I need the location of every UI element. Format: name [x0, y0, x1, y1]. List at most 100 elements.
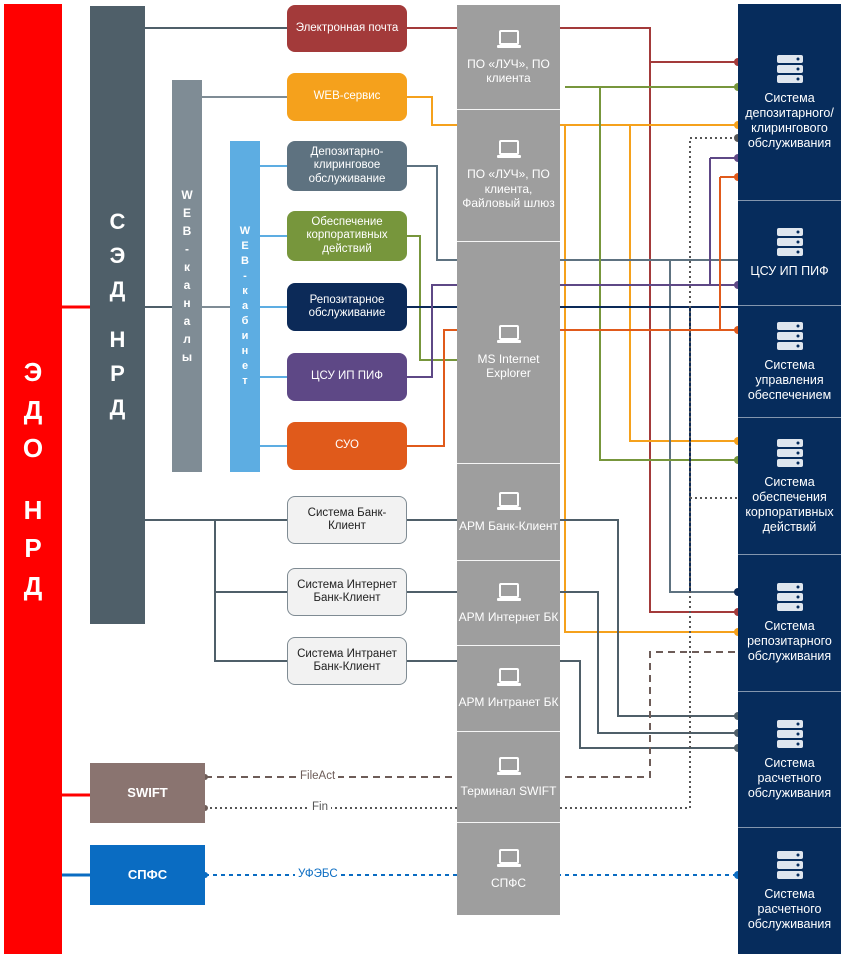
sed-letter: Р	[110, 361, 125, 386]
service-csu-ip-pif: ЦСУ ИП ПИФ	[287, 353, 407, 401]
system-label: Система депозитарного/ клирингового обсл…	[745, 91, 834, 150]
server-icon	[776, 850, 803, 879]
web-channels-letter: ы	[181, 350, 193, 364]
software-label: АРМ Банк-Клиент	[458, 518, 559, 533]
laptop-icon	[496, 324, 521, 343]
system-cell: ЦСУ ИП ПИФ	[738, 201, 841, 304]
web-cabinet-letter: е	[241, 360, 249, 372]
software-cell: ПО «ЛУЧ», ПО клиента, Файловый шлюз	[457, 110, 560, 240]
software-label: Терминал SWIFT	[460, 783, 557, 798]
web-channels-letter: н	[183, 296, 191, 310]
software-cell: СПФС	[457, 823, 560, 915]
system-label: Система расчетного обслуживания	[747, 756, 832, 800]
web-channels-letter: к	[183, 260, 190, 274]
server-icon	[776, 55, 803, 83]
web-channels-letter: W	[181, 188, 193, 202]
web-channels-letter: -	[185, 242, 189, 256]
web-cabinet-letter: E	[241, 240, 249, 252]
fin-label: Fin	[309, 800, 331, 814]
web-channels-letter: а	[183, 278, 191, 292]
web-channels-letter: а	[183, 314, 191, 328]
web-cabinet-letter: т	[242, 375, 248, 387]
service-suo: СУО	[287, 422, 407, 470]
system-label: Система расчетного обслуживания	[747, 886, 832, 931]
service-web: WEB-сервис	[287, 73, 407, 121]
software-cell: АРМ Интранет БК	[457, 646, 560, 731]
service-intranet-bank-client: Система Интранет Банк-Клиент	[287, 637, 407, 685]
system-label: ЦСУ ИП ПИФ	[750, 264, 829, 278]
system-cell: Система депозитарного/ клирингового обсл…	[738, 4, 841, 200]
server-icon	[776, 583, 803, 611]
service-corporate-actions: Обеспечение корпоративных действий	[287, 211, 407, 261]
edo-letter: Э	[23, 357, 43, 387]
web-cabinet-letter: и	[241, 330, 249, 342]
software-label: ПО «ЛУЧ», ПО клиента, Файловый шлюз	[462, 167, 555, 211]
web-cabinet-letter: б	[241, 315, 249, 327]
software-cell: АРМ Банк-Клиент	[457, 464, 560, 560]
sed-letter: Д	[109, 277, 126, 302]
edo-nrd-column: Э Д О Н Р Д	[4, 4, 62, 954]
laptop-icon	[496, 29, 521, 48]
software-label: АРМ Интернет БК	[458, 609, 559, 624]
system-label: Система управления обеспечением	[747, 357, 832, 402]
service-depo-clearing: Депозитарно-клиринговое обслуживание	[287, 141, 407, 191]
web-channels-letter: л	[183, 332, 191, 346]
service-bank-client: Система Банк-Клиент	[287, 496, 407, 544]
software-label: ПО «ЛУЧ», ПО клиента	[467, 56, 550, 85]
laptop-icon	[496, 140, 521, 159]
system-cell: Система расчетного обслуживания	[738, 828, 841, 952]
ufebs-label: УФЭБС	[295, 867, 341, 881]
web-channels-letter: E	[182, 206, 191, 220]
laptop-icon	[496, 848, 521, 867]
web-cabinet-column: W E B - к а б и н е т	[230, 141, 260, 472]
server-icon	[776, 321, 803, 350]
sed-letter: Д	[109, 395, 126, 420]
server-icon	[776, 228, 803, 256]
server-icon	[776, 438, 803, 467]
sed-letter: С	[109, 209, 126, 234]
fileact-label: FileAct	[297, 769, 339, 783]
laptop-icon	[496, 582, 521, 601]
edo-letter: Н	[23, 495, 43, 525]
system-cell: Система управления обеспечением	[738, 306, 841, 416]
systems-column: Система депозитарного/ клирингового обсл…	[738, 4, 841, 954]
spfs-box: СПФС	[90, 845, 205, 905]
software-cell: АРМ Интернет БК	[457, 561, 560, 645]
edo-letter: Д	[23, 395, 43, 425]
web-cabinet-letter: к	[242, 285, 248, 297]
edo-letter: Д	[23, 571, 43, 601]
software-cell: ПО «ЛУЧ», ПО клиента	[457, 5, 560, 109]
web-cabinet-letter: а	[241, 300, 249, 312]
software-cell: MS Internet Explorer	[457, 242, 560, 462]
web-cabinet-letter: W	[239, 225, 251, 237]
edo-letter: О	[22, 433, 44, 463]
sed-nrd-column: С Э Д Н Р Д	[90, 6, 145, 624]
edo-letter: Р	[24, 533, 42, 563]
swift-box: SWIFT	[90, 763, 205, 823]
system-label: Система репозитарного обслуживания	[747, 619, 832, 663]
system-cell: Система репозитарного обслуживания	[738, 555, 841, 690]
software-column: ПО «ЛУЧ», ПО клиента ПО «ЛУЧ», ПО клиент…	[457, 5, 560, 915]
web-channels-letter: B	[182, 224, 192, 238]
web-cabinet-letter: н	[241, 345, 249, 357]
software-label: АРМ Интранет БК	[458, 695, 559, 710]
software-label: СПФС	[490, 875, 527, 890]
laptop-icon	[496, 668, 521, 687]
system-cell: Система расчетного обслуживания	[738, 692, 841, 827]
service-internet-bank-client: Система Интернет Банк-Клиент	[287, 568, 407, 616]
service-email: Электронная почта	[287, 5, 407, 52]
server-icon	[776, 720, 803, 748]
laptop-icon	[496, 491, 521, 510]
service-repository: Репозитарное обслуживание	[287, 283, 407, 331]
laptop-icon	[496, 756, 521, 775]
sed-letter: Э	[109, 243, 126, 268]
system-cell: Система обеспечения корпоративных действ…	[738, 418, 841, 553]
sed-letter: Н	[109, 327, 126, 352]
software-cell: Терминал SWIFT	[457, 732, 560, 822]
web-cabinet-letter: B	[241, 255, 249, 267]
web-channels-column: W E B - к а н а л ы	[172, 80, 202, 472]
system-label: Система обеспечения корпоративных действ…	[745, 474, 834, 534]
web-cabinet-letter: -	[243, 270, 247, 282]
software-label: MS Internet Explorer	[477, 351, 540, 380]
